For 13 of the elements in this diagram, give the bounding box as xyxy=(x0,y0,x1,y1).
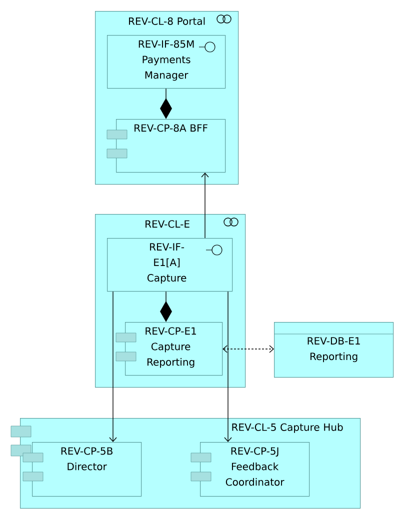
connector xyxy=(109,291,117,442)
interface-box: REV-IF-85M Payments Manager xyxy=(107,35,226,89)
component-box: REV-CP-5B Director xyxy=(32,442,142,497)
data-object-box: REV-DB-E1 Reporting xyxy=(274,322,394,378)
connector xyxy=(160,291,172,322)
component-box: REV-CP-8A BFF xyxy=(116,119,226,173)
connector xyxy=(222,345,274,353)
connector xyxy=(160,88,172,119)
connector xyxy=(224,291,232,442)
interface-box: REV-IF-E1[A] Capture xyxy=(107,238,233,292)
component-box: REV-CP-E1 Capture Reporting xyxy=(125,322,223,376)
component-box: REV-CP-5J Feedback Coordinator xyxy=(200,442,310,497)
connector xyxy=(201,172,209,238)
